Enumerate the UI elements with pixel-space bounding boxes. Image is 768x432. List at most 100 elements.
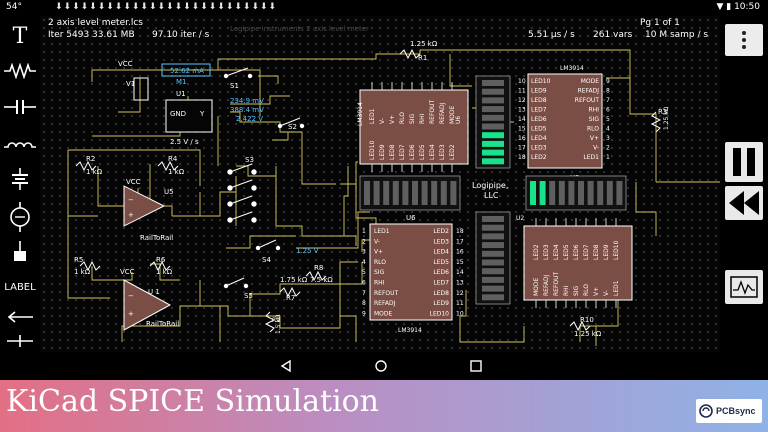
- u3-pin-num: 6: [606, 107, 610, 114]
- u3-pin-num: 16: [518, 135, 526, 142]
- u3-pin-right: SIG: [589, 116, 600, 123]
- bargraph-segment: [578, 181, 584, 205]
- page-label: Pg 1 of 1: [640, 18, 680, 28]
- u2-chip[interactable]: [523, 225, 633, 301]
- bargraph-segment: [568, 181, 575, 205]
- banner-title: KiCad SPICE Simulation: [6, 384, 379, 419]
- u3-pin-left: LED6: [531, 116, 547, 123]
- u6-pin-num: 8: [362, 300, 366, 307]
- text-tool-button[interactable]: T: [2, 22, 38, 50]
- u6-pin-left: LED1: [374, 228, 390, 235]
- bargraph-segment: [606, 181, 613, 205]
- u6-pin-right: LED10: [430, 310, 450, 317]
- reading-3: 2.422 V: [236, 115, 263, 123]
- r9-symbol: [264, 311, 276, 333]
- u2-pin: LED10: [613, 240, 620, 260]
- bargraph-segment: [482, 216, 504, 222]
- r6-value: 1 kΩ: [156, 268, 173, 276]
- pcbsync-logo-text: PCBsync: [716, 406, 756, 416]
- pcbsync-logo: PCBsync: [696, 399, 762, 423]
- bargraph-segment: [373, 181, 380, 205]
- rewind-button[interactable]: [725, 186, 763, 220]
- more-vertical-icon: [742, 31, 746, 49]
- status-time: 10:50: [734, 2, 760, 12]
- back-icon[interactable]: [280, 360, 292, 372]
- logipipe-label: Logipipe,: [472, 181, 508, 190]
- u6-pin-num: 9: [362, 310, 366, 317]
- u2-pin: LED4: [553, 244, 560, 260]
- switch-s3[interactable]: [227, 163, 257, 223]
- recents-icon[interactable]: [470, 360, 482, 372]
- samples-label: 10 M samp / s: [645, 30, 709, 40]
- u3-pin-num: 5: [606, 116, 610, 123]
- resistor-tool-button[interactable]: [2, 56, 38, 86]
- u4-chip[interactable]: [359, 89, 469, 165]
- u6-pin-right: LED9: [433, 300, 449, 307]
- label-tool-button[interactable]: LABEL: [2, 274, 38, 300]
- ground-tool-button[interactable]: [2, 238, 38, 268]
- bargraph-segment: [482, 285, 504, 292]
- u3-pin-num: 7: [606, 97, 610, 104]
- bargraph-segment: [482, 233, 504, 240]
- current-meter[interactable]: [161, 63, 211, 77]
- inductor-tool-button[interactable]: [2, 128, 38, 158]
- home-icon[interactable]: [375, 360, 387, 372]
- dc-source-icon: [12, 168, 28, 190]
- u3-pin-num: 8: [606, 88, 610, 95]
- bargraph-horizontal-right: [525, 175, 627, 211]
- u11-opamp[interactable]: [123, 279, 172, 331]
- u6-chip[interactable]: [369, 223, 453, 321]
- u3-pin-right: RLO: [587, 126, 599, 133]
- vcc-label: VCC: [118, 60, 133, 68]
- title-banner: KiCad SPICE Simulation PCBsync: [0, 380, 768, 432]
- u4-pin: RLO: [399, 112, 406, 124]
- bargraph-segment: [383, 181, 390, 205]
- u3-chip[interactable]: [527, 73, 603, 169]
- pause-icon: [733, 148, 755, 176]
- status-bar: 54° ⬇⬇⬇⬇⬇⬇⬇⬇⬇⬇⬇⬇⬇⬇⬇⬇⬇⬇⬇⬇⬇⬇⬇⬇⬇⬇ ▼ ▮ 10:50: [0, 0, 768, 16]
- u2-pin: LED6: [573, 244, 580, 260]
- reading-4: 1.25 V: [296, 247, 319, 255]
- bargraph-segment: [440, 181, 447, 205]
- r-top-value: 1.25 kΩ: [410, 40, 438, 48]
- step-label: 5.51 µs / s: [528, 30, 575, 40]
- r3-label: R3: [658, 108, 667, 116]
- component-toolbar: T LABEL: [0, 16, 40, 352]
- bargraph-segment: [616, 181, 623, 205]
- menu-button[interactable]: [725, 24, 763, 56]
- u2-pin: REFADJ: [543, 274, 550, 296]
- u2-pin: REFOUT: [553, 271, 560, 296]
- u4-pin: LED3: [439, 144, 446, 160]
- u6-pin-left: MODE: [374, 310, 393, 317]
- u5-vcc: VCC: [126, 178, 141, 186]
- bargraph-segment: [482, 294, 504, 301]
- u4-pin: REFADJ: [439, 102, 446, 124]
- scope-button[interactable]: [725, 270, 763, 304]
- ac-source-tool-button[interactable]: [2, 200, 38, 234]
- oscilloscope-icon: [730, 276, 758, 298]
- u6-pin-num: 12: [456, 290, 464, 297]
- wire-tool-button[interactable]: [2, 306, 38, 328]
- u3-pin-left: LED8: [531, 97, 547, 104]
- schematic-canvas[interactable]: 2 axis level meter.lcs Iter 5493 33.61 M…: [40, 16, 720, 352]
- u2-pin: LED3: [543, 244, 550, 260]
- bargraph-segment: [482, 259, 504, 266]
- u6-pin-left: V-: [374, 238, 380, 245]
- bargraph-segment: [587, 181, 594, 205]
- pause-button[interactable]: [725, 142, 763, 182]
- u3-pin-num: 13: [518, 107, 526, 114]
- u6-pin-num: 16: [456, 249, 464, 256]
- u1-regulator[interactable]: [165, 99, 213, 133]
- r10-label: R10: [580, 316, 594, 324]
- gnd-pin: GND: [170, 110, 186, 118]
- battery-tool-button[interactable]: [2, 164, 38, 194]
- u3-pin-right: REFOUT: [575, 97, 600, 104]
- r-top-symbol: [399, 48, 421, 60]
- more-tools-button[interactable]: [2, 332, 38, 350]
- u1-label: U1: [176, 90, 186, 98]
- capacitor-tool-button[interactable]: [2, 92, 38, 122]
- u4-pin: RHI: [419, 113, 426, 124]
- u4-pin: LED10: [369, 140, 376, 160]
- u5-opamp[interactable]: [123, 185, 166, 227]
- rewind-icon: [729, 191, 759, 215]
